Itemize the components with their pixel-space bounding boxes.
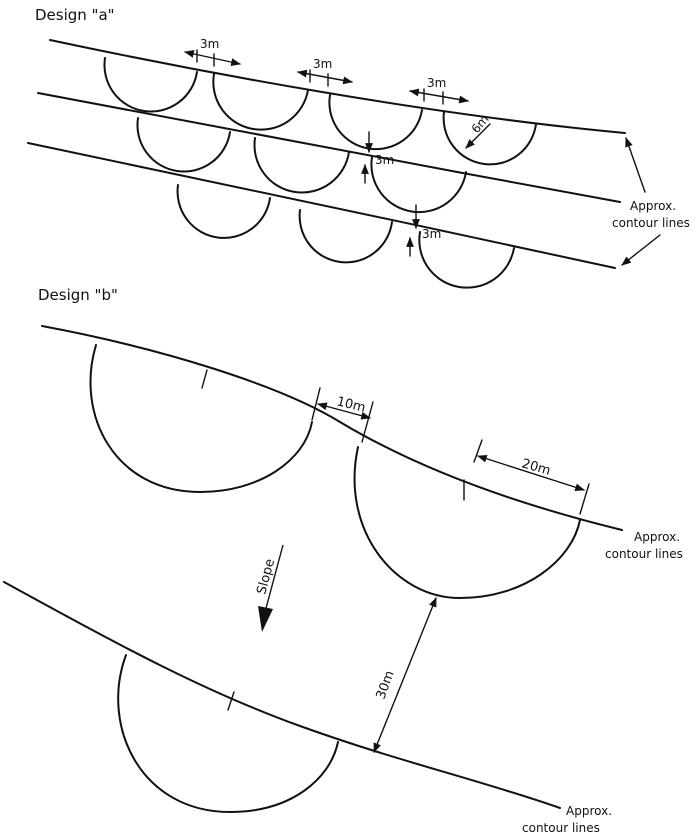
design-a-label-3m-1: 3m: [200, 37, 219, 51]
design-a-bund-5: [136, 117, 231, 173]
design-a-dimension-arrow-3m-3: [409, 88, 469, 104]
design-b-contour-label-upper-line2: contour lines: [605, 547, 683, 561]
design-b-dimension-arrow-20m: [477, 454, 585, 492]
design-b-label-20m: 20m: [520, 456, 552, 478]
design-a-contour-line-3: [27, 142, 616, 269]
slope-arrow-shaft: [264, 544, 284, 613]
design-b-dimension-arrow-10m: [317, 402, 371, 420]
design-a-label-3m-vertical-2: 3m: [422, 227, 441, 241]
design-a-contour-label-line1: Approx.: [630, 199, 676, 213]
slope-arrow-head: [258, 606, 273, 632]
design-a-label-3m-2: 3m: [313, 57, 332, 71]
design-b-center-tick-1: [201, 369, 208, 389]
design-a-bund-8: [176, 184, 271, 239]
design-a-radius-arrow-6m: [465, 123, 491, 149]
design-a-bund-4: [442, 111, 537, 166]
design-a-bund-6: [253, 137, 350, 194]
design-b-contour-label-upper-line1: Approx.: [634, 530, 680, 544]
design-a-bund-1: [103, 57, 198, 113]
design-b-tick: [579, 483, 590, 515]
design-a-contour-line-2: [37, 92, 621, 203]
design-a-title: Design "a": [35, 6, 115, 24]
design-b-label-30m: 30m: [374, 669, 398, 702]
design-a-contour-pointer-lower: [621, 234, 661, 266]
design-b-contour-line-upper: [41, 325, 623, 531]
design-a-label-3m-vertical-1: 3m: [375, 153, 394, 167]
design-b-tick: [361, 401, 374, 443]
design-b-tick: [473, 439, 483, 463]
design-b-bund-3: [117, 654, 339, 814]
design-a-bund-3: [328, 94, 423, 151]
design-b-contour-line-lower: [3, 581, 561, 809]
design-a-bund-10: [418, 231, 515, 289]
design-b-dimension-arrow-30m: [373, 597, 437, 753]
design-b-center-tick-3: [227, 691, 235, 711]
design-b-contour-label-lower-line2: contour lines: [522, 821, 600, 835]
design-a-contour-label-line2: contour lines: [612, 216, 690, 230]
design-a-bund-2: [212, 73, 309, 131]
design-a-label-3m-3: 3m: [427, 76, 446, 90]
design-b-tick: [311, 387, 321, 421]
design-b-title: Design "b": [38, 286, 118, 304]
design-a-contour-pointer-upper: [625, 137, 646, 193]
design-a-dimension-arrow-3m-2: [297, 69, 353, 85]
design-b-contour-label-lower-line1: Approx.: [566, 804, 612, 818]
design-b-label-10m: 10m: [335, 394, 367, 416]
design-b-bund-1: [89, 344, 313, 494]
design-a-bund-9: [298, 209, 393, 264]
design-a-dimension-arrow-3m-1: [184, 50, 241, 66]
design-a-contour-line-1: [49, 39, 626, 134]
design-a-bund-7: [370, 156, 467, 214]
design-b-bund-2: [353, 446, 581, 600]
